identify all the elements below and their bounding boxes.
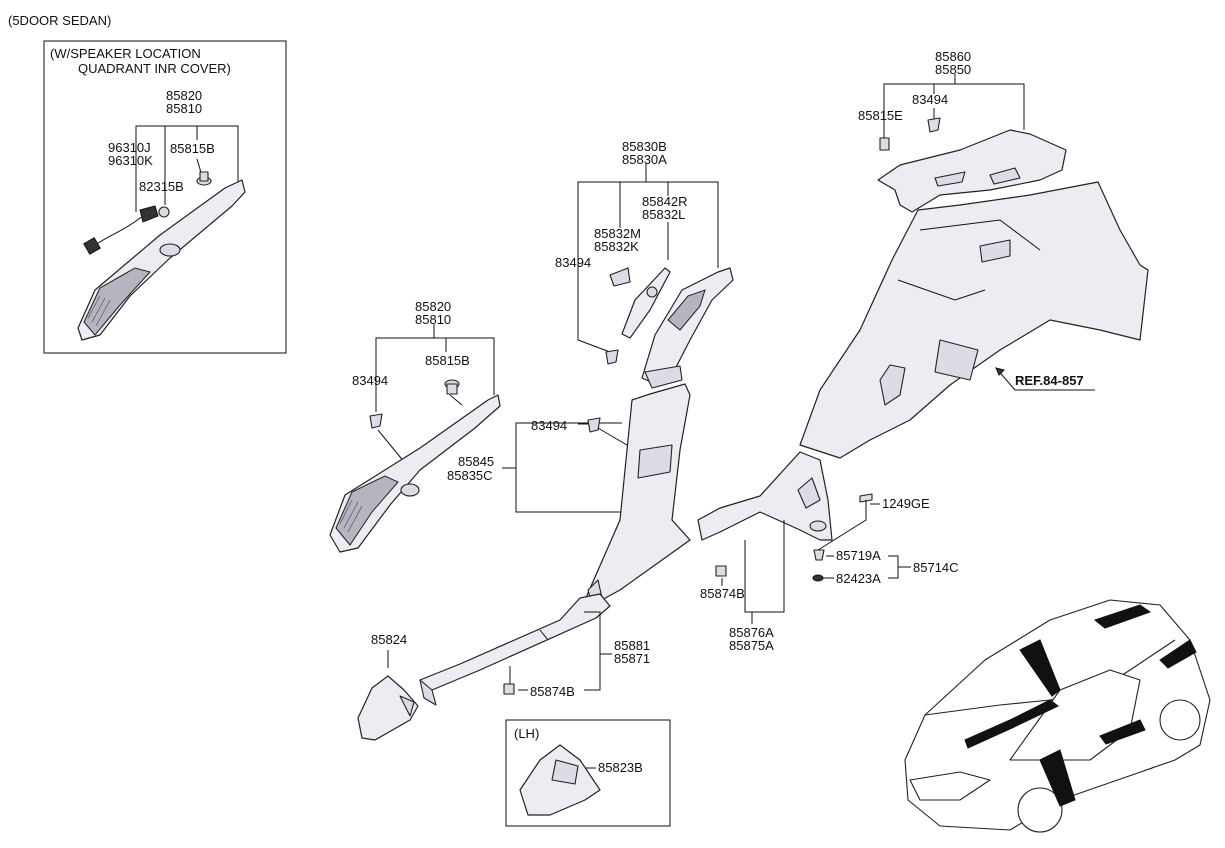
part-label: 85820 bbox=[415, 299, 451, 314]
clip-85815B-inset bbox=[196, 171, 212, 186]
rear-quarter-trim bbox=[799, 181, 1149, 459]
part-label: 85719A bbox=[836, 548, 881, 563]
variant-label: (5DOOR SEDAN) bbox=[8, 13, 111, 28]
part-label: 85850 bbox=[935, 62, 971, 77]
clip-85719A bbox=[813, 549, 825, 561]
part-label: 85832M bbox=[594, 226, 641, 241]
part-label: 85815B bbox=[170, 141, 215, 156]
lh-kick-panel bbox=[519, 744, 601, 816]
clip-83494-d bbox=[927, 117, 941, 133]
speaker-inset-title-2: QUADRANT INR COVER) bbox=[78, 61, 231, 76]
kick-panel-trim bbox=[357, 675, 419, 741]
part-label: 83494 bbox=[531, 418, 567, 433]
lh-inset-box bbox=[505, 719, 671, 827]
part-label: 85810 bbox=[166, 101, 202, 116]
part-label: 85875A bbox=[729, 638, 774, 653]
part-label: 85835C bbox=[447, 468, 493, 483]
part-label: 82423A bbox=[836, 571, 881, 586]
part-label: 85874B bbox=[530, 684, 575, 699]
part-label: 83494 bbox=[555, 255, 591, 270]
part-label: 85830B bbox=[622, 139, 667, 154]
part-label: 85876A bbox=[729, 625, 774, 640]
part-label: 85714C bbox=[913, 560, 959, 575]
clip-83494-c bbox=[587, 417, 601, 433]
part-label: 85823B bbox=[598, 760, 643, 775]
reference-leader bbox=[995, 367, 1095, 391]
part-label: 85874B bbox=[700, 586, 745, 601]
b-pillar-upper-trim bbox=[641, 267, 734, 389]
clip-85815E bbox=[879, 137, 890, 151]
rear-sill-leaders bbox=[721, 520, 785, 624]
part-label: 85815B bbox=[425, 353, 470, 368]
clip-85832M bbox=[609, 267, 631, 287]
car-locator-illustration bbox=[904, 599, 1211, 833]
part-label: 85832L bbox=[642, 207, 685, 222]
part-label: 96310K bbox=[108, 153, 153, 168]
washer-82423A bbox=[812, 574, 824, 582]
part-label: 96310J bbox=[108, 140, 151, 155]
reference-label: REF.84-857 bbox=[1015, 373, 1084, 388]
b-pillar-lower-leaders bbox=[502, 422, 633, 513]
a-pillar-trim bbox=[329, 394, 501, 553]
part-label: 85810 bbox=[415, 312, 451, 327]
part-label: 85815E bbox=[858, 108, 903, 123]
bolt-1249GE bbox=[859, 493, 873, 512]
lh-inset-title: (LH) bbox=[514, 726, 539, 741]
part-label: 1249GE bbox=[882, 496, 930, 511]
part-label: 82315B bbox=[139, 179, 184, 194]
part-label: 83494 bbox=[352, 373, 388, 388]
rear-package-tray-trim bbox=[877, 129, 1067, 213]
clip-82315B-inset bbox=[158, 206, 170, 218]
fastener-leaders bbox=[817, 503, 911, 579]
part-label: 85830A bbox=[622, 152, 667, 167]
clip-83494-a bbox=[369, 413, 383, 429]
speaker-wire-harness bbox=[83, 205, 159, 255]
rear-quarter-leaders bbox=[883, 74, 1025, 138]
b-pillar-upper-leaders bbox=[577, 164, 719, 353]
part-label: 83494 bbox=[912, 92, 948, 107]
part-label: 85820 bbox=[166, 88, 202, 103]
speaker-inset-box bbox=[43, 40, 287, 354]
speaker-pillar-trim bbox=[77, 179, 246, 341]
speaker-inset-title-1: (W/SPEAKER LOCATION bbox=[50, 46, 201, 61]
part-label: 85881 bbox=[614, 638, 650, 653]
part-label: 85845 bbox=[458, 454, 494, 469]
clip-85874B-b bbox=[503, 683, 515, 695]
clip-85815B bbox=[444, 379, 460, 395]
front-sill-leaders bbox=[509, 611, 612, 691]
part-label: 85832K bbox=[594, 239, 639, 254]
rear-sill-trim bbox=[697, 451, 833, 541]
clip-83494-b bbox=[605, 349, 619, 365]
part-label: 85871 bbox=[614, 651, 650, 666]
part-label: 85842R bbox=[642, 194, 688, 209]
b-pillar-lower-trim bbox=[584, 383, 691, 605]
front-sill-trim bbox=[419, 593, 611, 706]
clip-85874B-a bbox=[715, 565, 727, 577]
part-label: 85824 bbox=[371, 632, 407, 647]
b-pillar-cover-85842 bbox=[621, 267, 671, 339]
part-label: 85860 bbox=[935, 49, 971, 64]
a-pillar-leaders bbox=[375, 324, 495, 464]
